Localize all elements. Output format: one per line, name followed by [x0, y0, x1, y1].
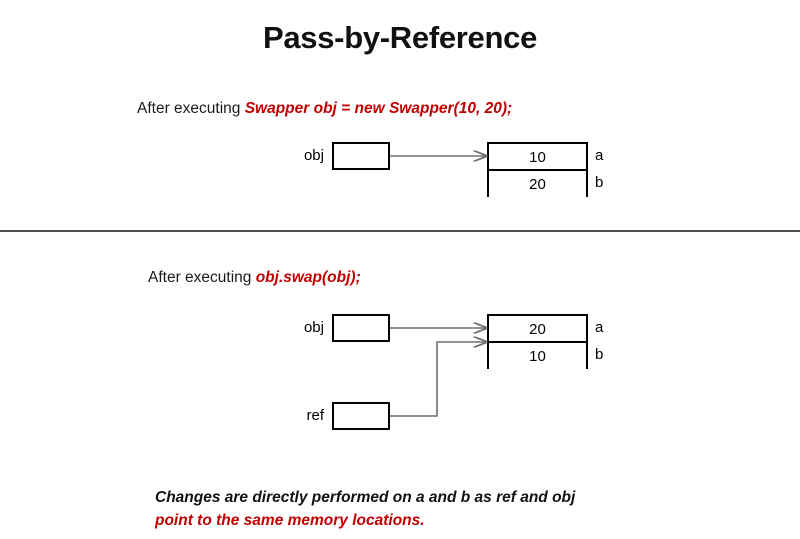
section-2-caption: After executing obj.swap(obj);: [148, 269, 361, 287]
object-field-value-b-1: 20: [489, 171, 586, 198]
section-2-caption-code: obj.swap(obj);: [255, 269, 361, 286]
object-box-2: 20 10: [487, 314, 588, 370]
section-2-caption-prefix: After executing: [148, 269, 256, 286]
object-field-name-a-1: a: [595, 147, 604, 164]
object-field-value-a-1: 10: [489, 144, 586, 171]
section-1-caption-code: Swapper obj = new Swapper(10, 20);: [244, 100, 513, 117]
object-field-value-b-2: 10: [489, 343, 586, 370]
pointer-label-obj-1: obj: [303, 147, 324, 164]
object-field-name-b-2: b: [595, 346, 604, 363]
section-1-caption-prefix: After executing: [137, 100, 245, 117]
pointer-box-obj-1[interactable]: [332, 142, 390, 170]
pointer-label-ref-2: ref: [306, 407, 324, 424]
object-field-name-a-2: a: [595, 319, 604, 336]
object-field-name-b-1: b: [595, 174, 604, 191]
page-title: Pass-by-Reference: [262, 20, 538, 55]
summary-note: Changes are directly performed on a and …: [155, 486, 675, 532]
summary-note-line-2: point to the same memory locations.: [155, 512, 425, 529]
pointer-label-obj-2: obj: [303, 319, 324, 336]
object-box-1: 10 20: [487, 142, 588, 198]
pointer-box-ref-2[interactable]: [332, 402, 390, 430]
pointer-box-obj-2[interactable]: [332, 314, 390, 342]
section-divider: [0, 230, 800, 232]
summary-note-line-1: Changes are directly performed on a and …: [155, 489, 576, 506]
connector-ref-to-object-2: [390, 342, 486, 417]
section-1-caption: After executing Swapper obj = new Swappe…: [137, 100, 512, 118]
object-field-value-a-2: 20: [489, 316, 586, 343]
